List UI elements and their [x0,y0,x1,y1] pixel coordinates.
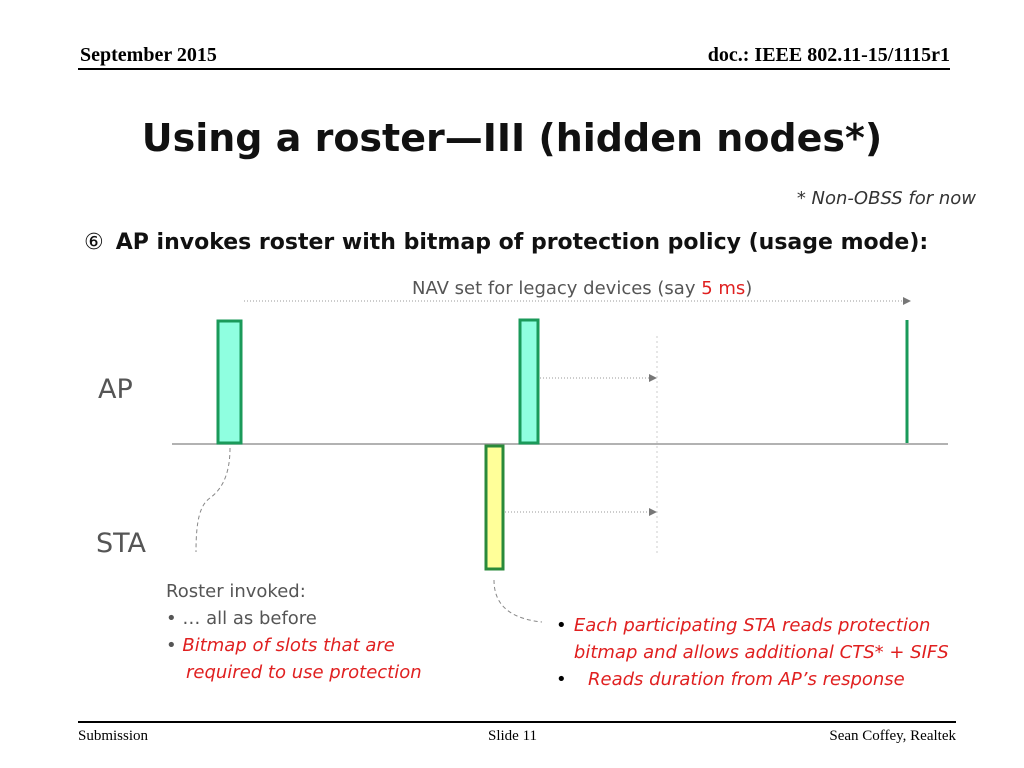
roster-item-1: • … all as before [166,608,317,629]
roster-item-1-text: … all as before [182,608,317,629]
response-callout: •Each participating STA reads protection… [556,612,986,693]
bullet-six-text: AP invokes roster with bitmap of protect… [115,230,929,255]
roster-item-2: • Bitmap of slots that are [166,635,395,656]
response-callout-connector [493,579,543,623]
bullet-six: ⑥ AP invokes roster with bitmap of protec… [84,230,928,255]
header-doc-id: doc.: IEEE 802.11-15/1115r1 [707,44,950,66]
circled-six-icon: ⑥ [84,230,104,255]
footer-rule [78,721,956,723]
footer-author: Sean Coffey, Realtek [829,728,956,744]
response-item-1: •Each participating STA reads protection… [556,612,986,666]
response-item-1-text: Each participating STA reads protection … [573,615,949,663]
nav-label-prefix: NAV set for legacy devices (say [412,278,702,299]
roster-callout: Roster invoked: • … all as before • Bitm… [166,578,456,686]
ap-frame-response [518,318,540,445]
slide-note: * Non-OBSS for now [796,188,976,209]
slide-title: Using a roster—III (hidden nodes*) [141,116,883,160]
sta-frame-cts [484,444,505,571]
nav-label-suffix: ) [745,278,753,299]
sta-label: STA [96,528,147,559]
response-item-2-text: Reads duration from AP’s response [588,669,905,690]
roster-item-2-line2: required to use protection [186,662,422,683]
roster-callout-connector [195,447,231,553]
header-rule [78,68,950,70]
footer-submission: Submission [78,728,149,744]
ap-label: AP [98,374,133,405]
nav-label: NAV set for legacy devices (say 5 ms) [412,278,752,299]
roster-item-2-line1: Bitmap of slots that are [182,635,395,656]
response-item-2: •Reads duration from AP’s response [556,666,986,693]
header-date: September 2015 [80,44,217,66]
nav-label-value: 5 ms [701,278,746,299]
roster-heading: Roster invoked: [166,581,306,602]
footer-slide-number: Slide 11 [488,728,538,744]
ap-frame-roster [216,319,243,445]
